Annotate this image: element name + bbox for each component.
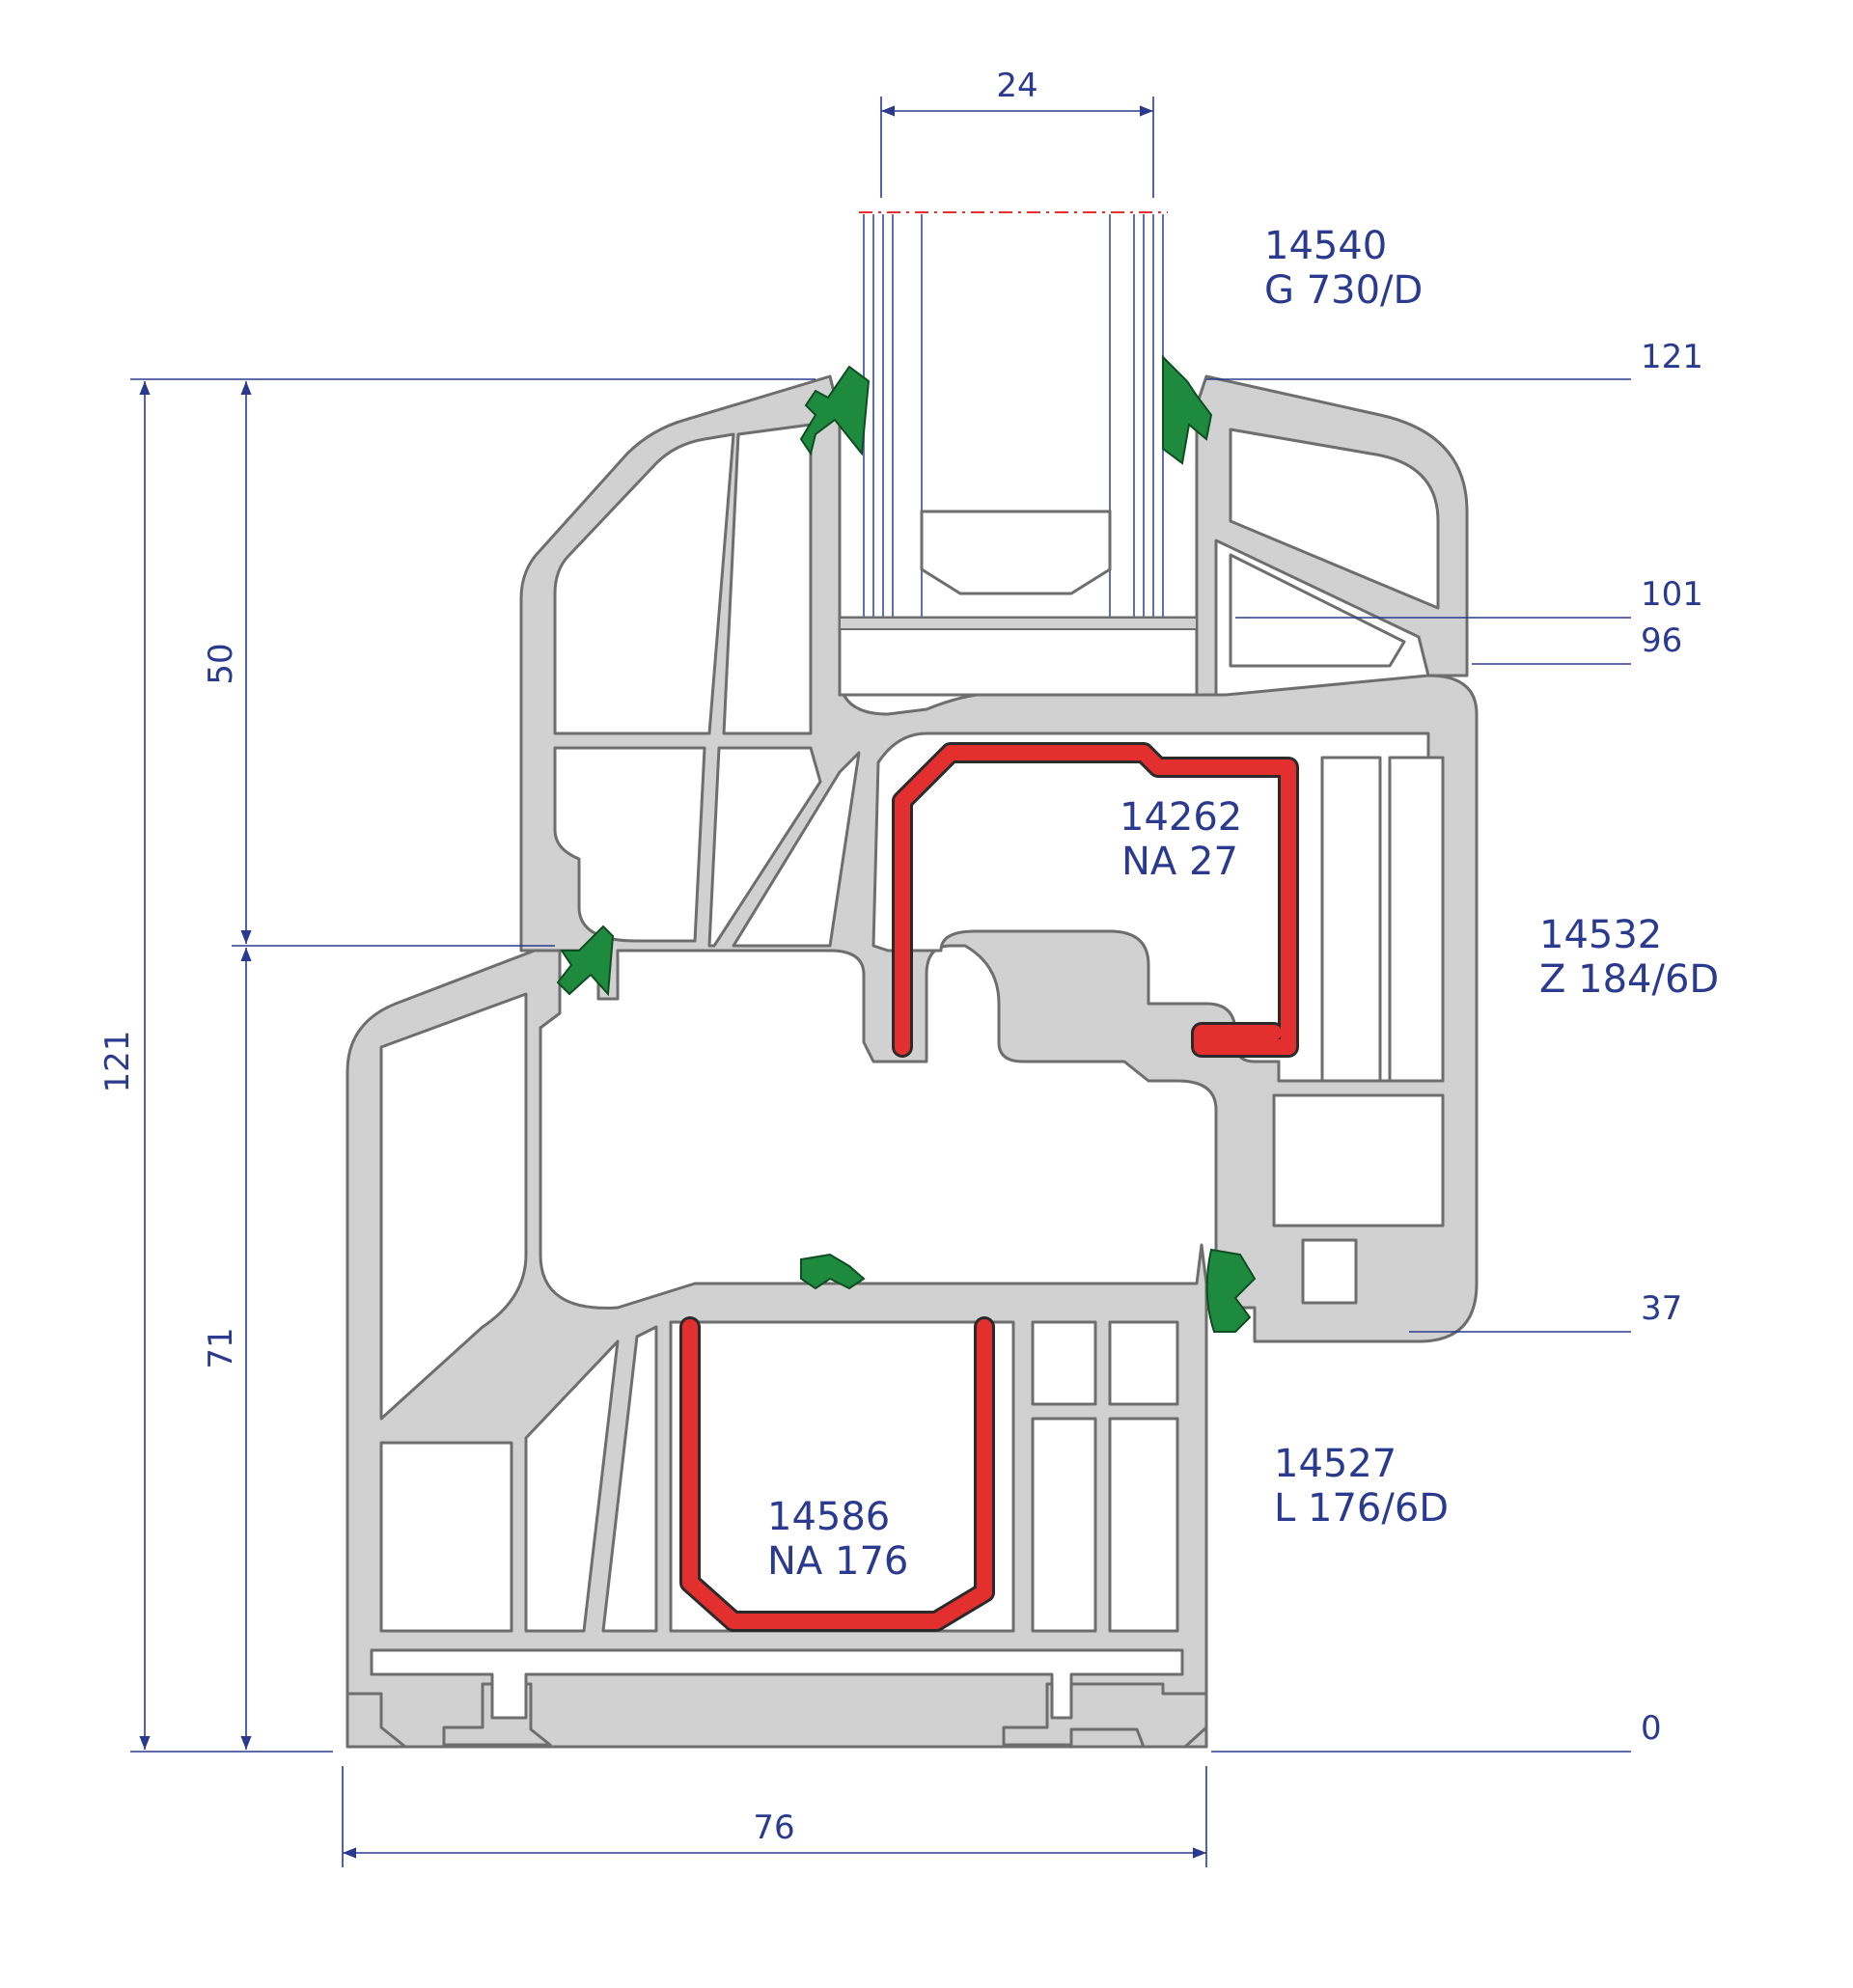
total-height-value: 121 [98, 1031, 137, 1093]
level-121-value: 121 [1641, 338, 1703, 376]
glass-gasket-outer [799, 365, 871, 456]
sash-profile-code: 14532 [1539, 913, 1662, 957]
sash-steel [895, 745, 1296, 1055]
frame-steel-name: NA 176 [767, 1539, 908, 1584]
sash-outer-gasket [556, 925, 615, 997]
steel-reinforcements [679, 742, 1299, 1632]
lower-height-value: 71 [202, 1327, 240, 1368]
sash-steel-code: 14262 [1120, 795, 1242, 840]
level-101-value: 101 [1641, 575, 1703, 614]
level-0-value: 0 [1641, 1709, 1662, 1748]
frame-center-gasket [800, 1253, 866, 1290]
frame-inner-gasket [1205, 1248, 1257, 1333]
dimension-lines [130, 97, 1631, 1867]
labels: 24 76 121 50 71 121 101 96 37 0 14540 G … [98, 67, 1719, 1847]
level-96-value: 96 [1641, 621, 1682, 660]
upper-height-value: 50 [202, 643, 240, 684]
glazing-unit [838, 211, 1199, 697]
level-37-value: 37 [1641, 1289, 1682, 1328]
sash-profile-name: Z 184/6D [1539, 957, 1719, 1002]
glass-width-value: 24 [996, 67, 1037, 105]
sash-steel-name: NA 27 [1121, 840, 1238, 884]
frame-steel [682, 1319, 992, 1629]
frame-width-value: 76 [753, 1809, 794, 1847]
glazing-block [838, 616, 1199, 697]
frame-profile-name: L 176/6D [1274, 1486, 1449, 1531]
gaskets [556, 354, 1257, 1333]
glazing-bead-name: G 730/D [1264, 268, 1423, 313]
frame-reinforcement-chamber [669, 1320, 1015, 1633]
frame-steel-code: 14586 [767, 1495, 890, 1539]
sash-chamber-outer [553, 432, 735, 735]
spacer-bar [920, 510, 1112, 595]
frame-chamber-outer [379, 992, 528, 1421]
frame-profile-code: 14527 [1274, 1442, 1397, 1486]
glazing-bead-code: 14540 [1264, 224, 1387, 268]
glass-gasket-inner [1162, 354, 1213, 465]
